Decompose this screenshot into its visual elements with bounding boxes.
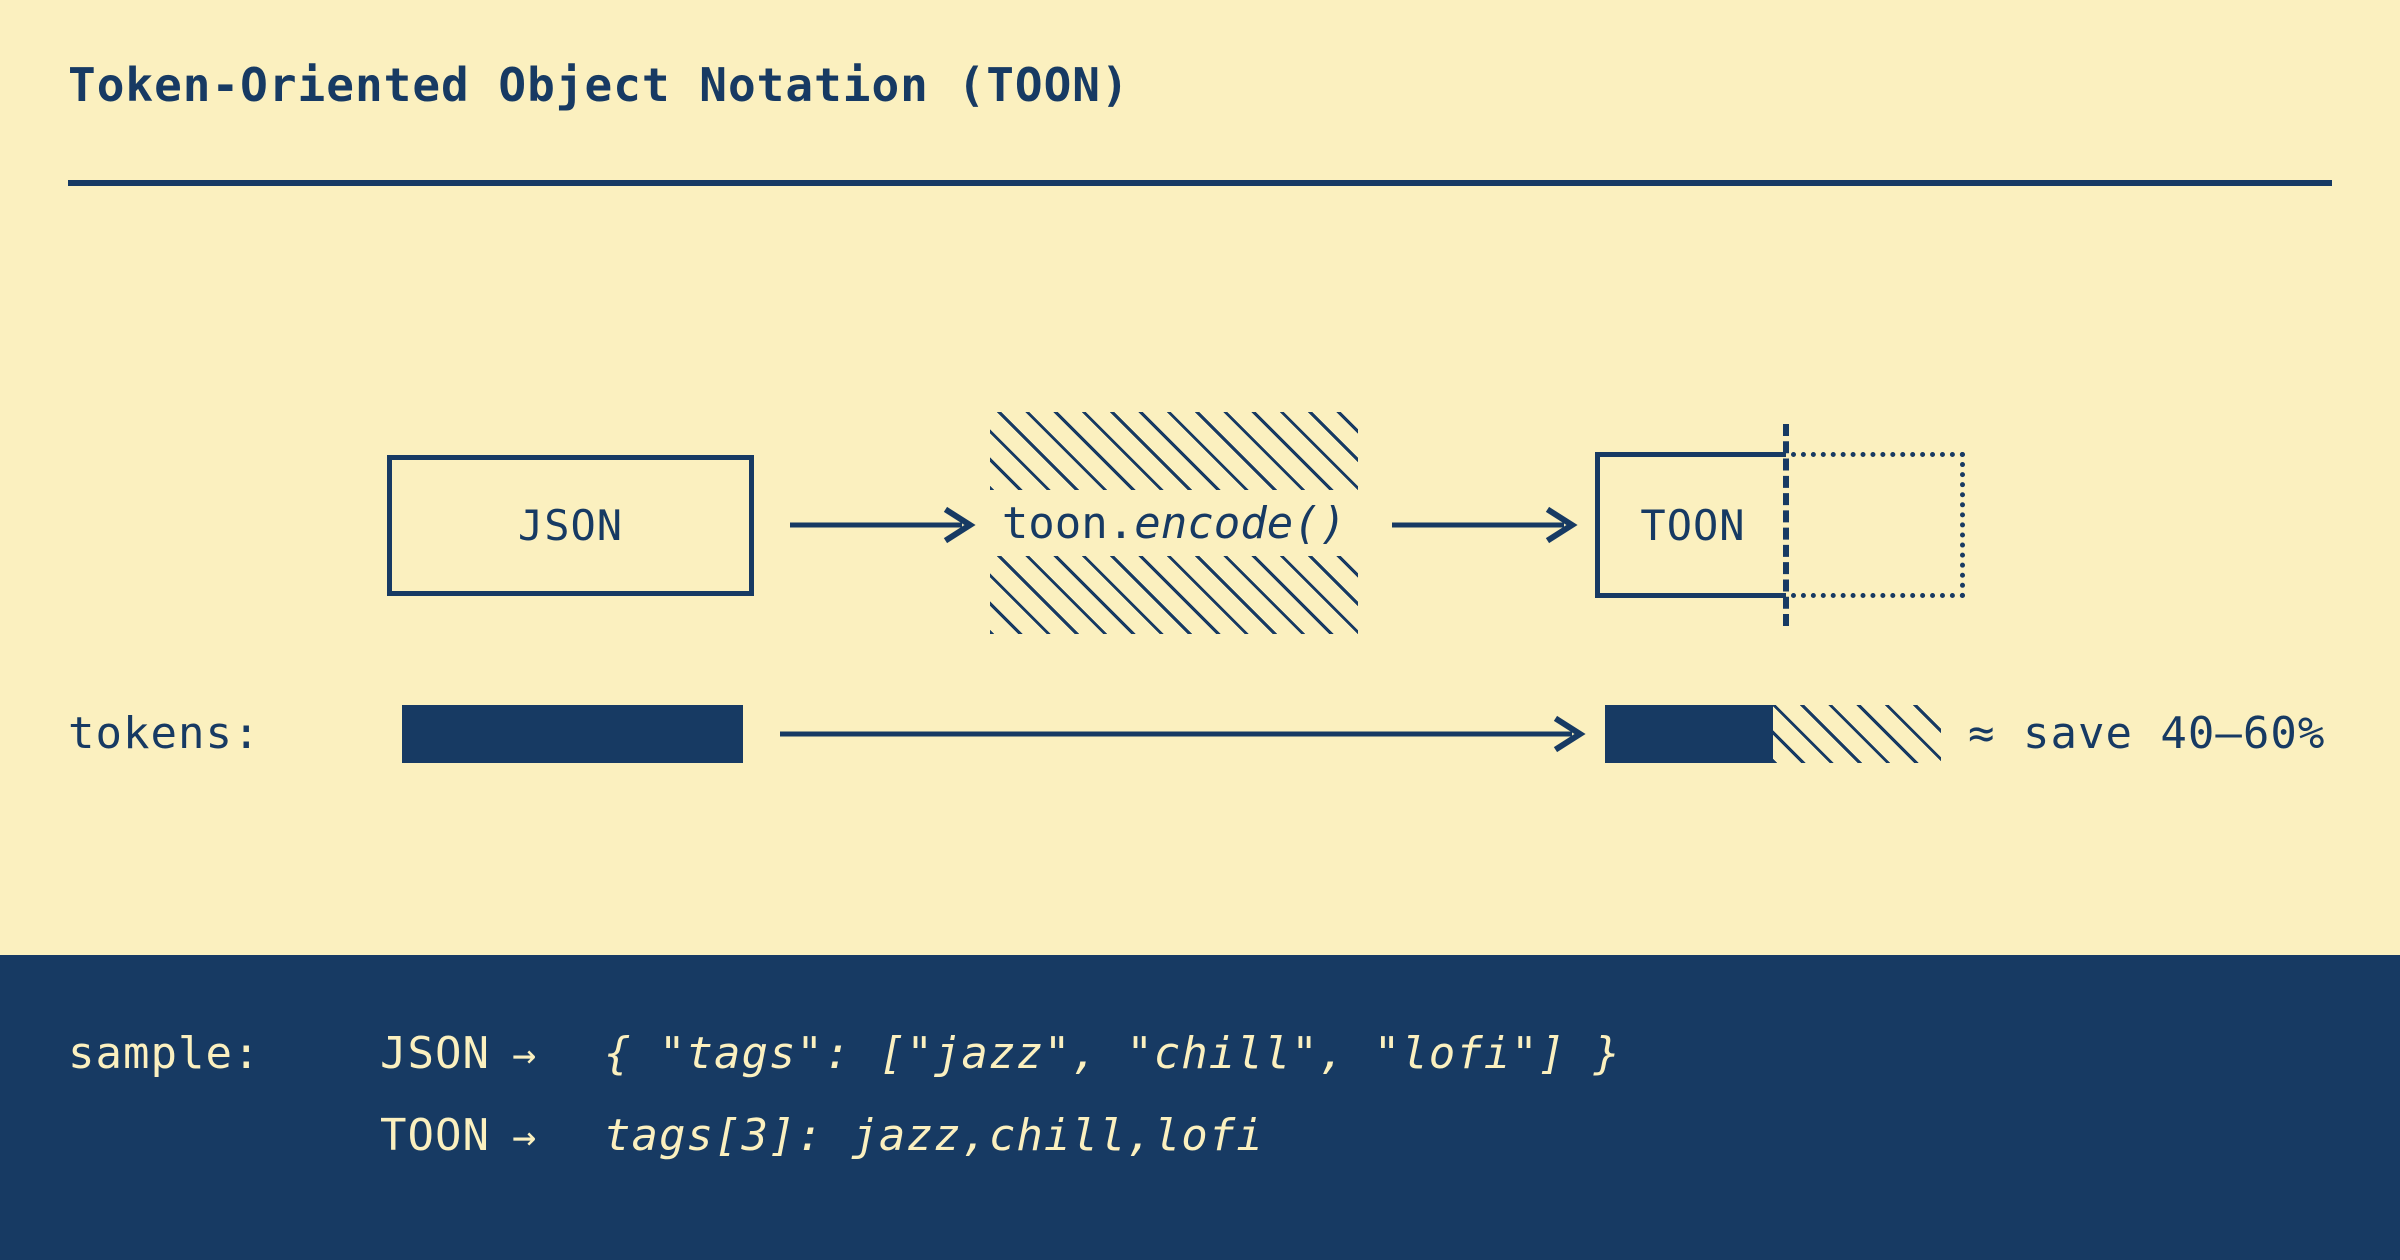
sample-arrow-toon-icon: → <box>512 1114 538 1160</box>
tokens-bar-json <box>402 705 743 763</box>
tokens-row-label: tokens: <box>68 708 261 759</box>
json-source-box: JSON <box>387 455 754 596</box>
arrow-tokens-reduction <box>780 715 1586 753</box>
hatch-pattern-top <box>990 412 1358 490</box>
page-title: Token-Oriented Object Notation (TOON) <box>68 58 1130 112</box>
savings-note: ≈ save 40–60% <box>1968 708 2326 759</box>
encode-transform-block: toon.encode() <box>990 412 1358 634</box>
encode-method: encode() <box>1134 497 1347 549</box>
toon-target-box-solid: TOON <box>1595 452 1786 598</box>
toon-target-box: TOON <box>1595 424 1965 626</box>
toon-box-cut-line <box>1783 424 1789 626</box>
toon-target-box-dropped-region <box>1791 452 1965 598</box>
sample-arrow-json-icon: → <box>512 1032 538 1078</box>
encode-call-label: toon.encode() <box>990 490 1358 556</box>
toon-target-box-label: TOON <box>1640 500 1746 550</box>
arrow-encode-to-toon <box>1392 506 1578 544</box>
sample-row-label: sample: <box>68 1028 261 1079</box>
arrow-json-to-encode <box>790 506 976 544</box>
sample-row-toon: TOON → tags[3]: jazz,chill,lofi <box>380 1110 1264 1161</box>
tokens-bar-toon-saved <box>1773 705 1941 763</box>
encode-namespace: toon. <box>1001 497 1135 549</box>
title-divider <box>68 180 2332 186</box>
sample-code-toon: tags[3]: jazz,chill,lofi <box>604 1110 1264 1161</box>
tokens-bar-toon-used <box>1605 705 1773 763</box>
sample-row-json: JSON → { "tags": ["jazz", "chill", "lofi… <box>380 1028 1621 1079</box>
hatch-pattern-bottom <box>990 556 1358 634</box>
sample-format-toon: TOON <box>380 1110 490 1161</box>
sample-panel <box>0 955 2400 1260</box>
json-source-box-label: JSON <box>517 501 624 550</box>
sample-code-json: { "tags": ["jazz", "chill", "lofi"] } <box>604 1028 1622 1079</box>
sample-format-json: JSON <box>380 1028 490 1079</box>
